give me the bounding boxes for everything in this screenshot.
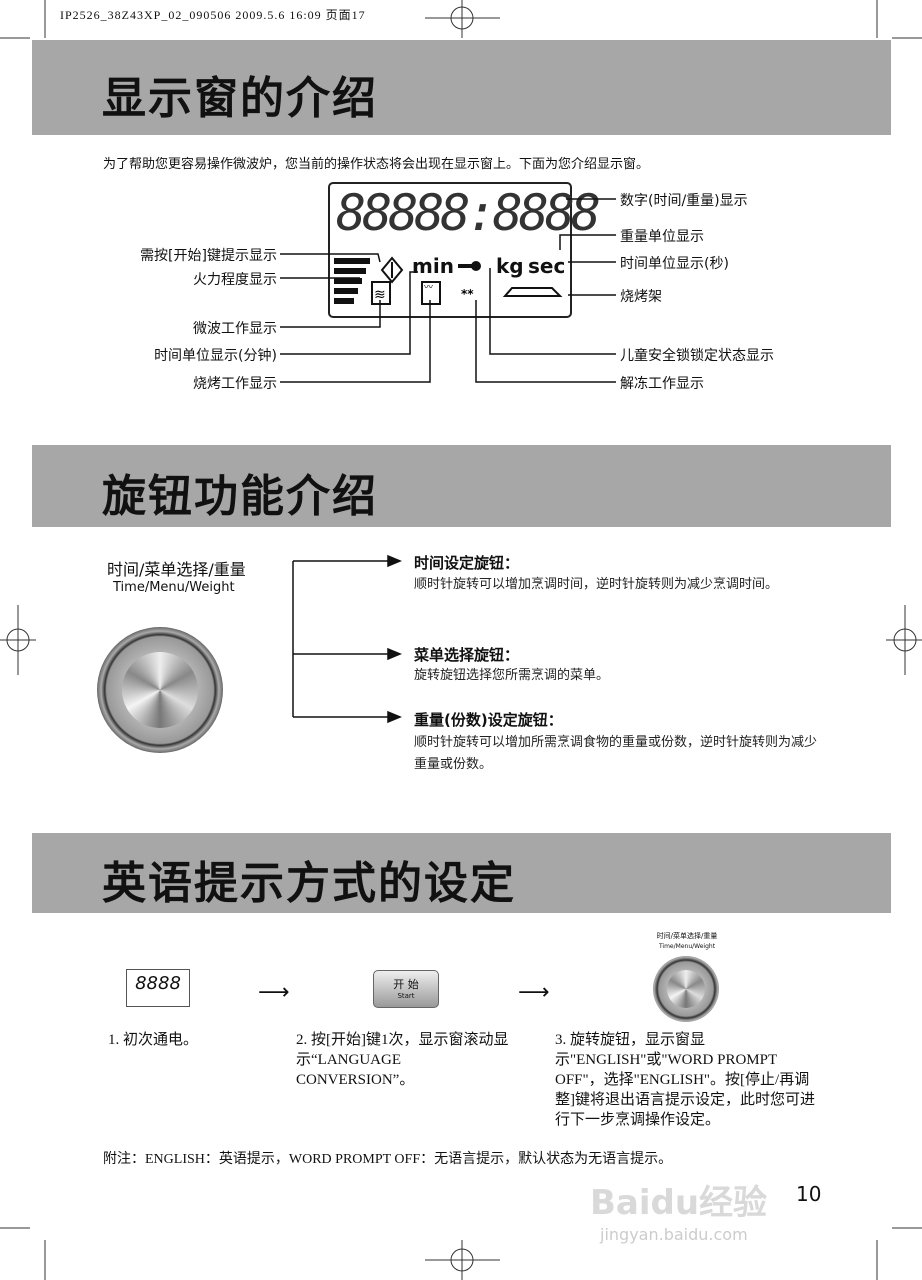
- intro-text: 为了帮助您更容易操作微波炉，您当前的操作状态将会出现在显示窗上。下面为您介绍显示…: [103, 157, 650, 172]
- display-icon: 8888: [126, 969, 190, 1007]
- arrow-icon: ⟶: [258, 980, 290, 1005]
- knob-arrows: [292, 554, 402, 724]
- knob-item-title: 重量(份数)设定旋钮：: [414, 711, 563, 729]
- start-button[interactable]: 开 始 Start: [373, 970, 439, 1008]
- knob-item-title: 时间设定旋钮：: [414, 554, 520, 572]
- callout-lines: [280, 198, 616, 383]
- lcd-digits: 88888:8888: [336, 184, 601, 242]
- label-start-prompt: 需按[开始]键提示显示: [140, 248, 277, 264]
- label-digits: 数字(时间/重量)显示: [620, 193, 748, 209]
- watermark-logo: Baidu经验: [590, 1183, 768, 1223]
- label-child-lock: 儿童安全锁锁定状态显示: [620, 348, 774, 364]
- print-header: IP2526_38Z43XP_02_090506 2009.5.6 16:09 …: [60, 8, 366, 22]
- knob-item-text: 旋转旋钮选择您所需烹调的菜单。: [414, 668, 610, 683]
- svg-text:**: **: [461, 287, 474, 301]
- step-1: 1. 初次通电。: [108, 1032, 199, 1048]
- label-second-unit: 时间单位显示(秒): [620, 256, 729, 272]
- knob-face: [122, 652, 198, 728]
- knob-label-en: Time/Menu/Weight: [113, 580, 235, 595]
- knob[interactable]: [653, 956, 719, 1022]
- footnote: 附注：ENGLISH：英语提示，WORD PROMPT OFF：无语言提示，默认…: [103, 1152, 673, 1167]
- start-button-en: Start: [397, 992, 415, 1000]
- knob-item-text: 顺时针旋转可以增加烹调时间，逆时针旋转则为减少烹调时间。: [414, 577, 779, 592]
- knob-label-en: Time/Menu/Weight: [658, 943, 716, 950]
- section-header: 英语提示方式的设定: [32, 833, 891, 913]
- knob-item-text: 顺时针旋转可以增加所需烹调食物的重量或份数，逆时针旋转则为减少重量或份数。: [414, 735, 818, 772]
- lcd-icons: ≋ 〰 **: [334, 256, 563, 305]
- lcd-min: min: [412, 254, 454, 278]
- label-grill-rack: 烧烤架: [620, 289, 662, 305]
- knob[interactable]: [97, 627, 223, 753]
- section-title: 英语提示方式的设定: [102, 858, 516, 909]
- label-weight-unit: 重量单位显示: [620, 229, 704, 245]
- page-number: 10: [796, 1182, 822, 1206]
- start-button-cn: 开 始: [393, 978, 419, 991]
- section-header: 显示窗的介绍: [32, 40, 891, 135]
- svg-text:≋: ≋: [374, 287, 386, 303]
- watermark-url: jingyan.baidu.com: [600, 1225, 748, 1244]
- section-title: 旋钮功能介绍: [102, 471, 378, 522]
- arrow-icon: ⟶: [518, 980, 550, 1005]
- lcd-display: 88888:8888 ≋ 〰 ** min kg sec: [328, 182, 601, 318]
- label-microwave: 微波工作显示: [193, 321, 277, 337]
- knob-item-title: 菜单选择旋钮：: [414, 646, 520, 664]
- section-title: 显示窗的介绍: [102, 73, 378, 124]
- label-grill: 烧烤工作显示: [193, 376, 277, 392]
- step-2: 2. 按[开始]键1次，显示窗滚动显示“LANGUAGE CONVERSION”…: [296, 1032, 509, 1088]
- section-header: 旋钮功能介绍: [32, 445, 891, 527]
- lcd-sec: sec: [528, 254, 566, 278]
- lcd-kg: kg: [496, 254, 524, 278]
- label-defrost: 解冻工作显示: [620, 376, 704, 392]
- label-power-level: 火力程度显示: [193, 272, 277, 288]
- label-minute-unit: 时间单位显示(分钟): [154, 348, 277, 364]
- svg-text:〰: 〰: [424, 283, 433, 293]
- knob-label-cn: 时间/菜单选择/重量: [107, 560, 246, 579]
- step-3: 3. 旋转旋钮，显示窗显示"ENGLISH"或"WORD PROMPT OFF"…: [555, 1032, 815, 1128]
- knob-face: [667, 970, 705, 1008]
- knob-label-cn: 时间/菜单选择/重量: [656, 932, 718, 940]
